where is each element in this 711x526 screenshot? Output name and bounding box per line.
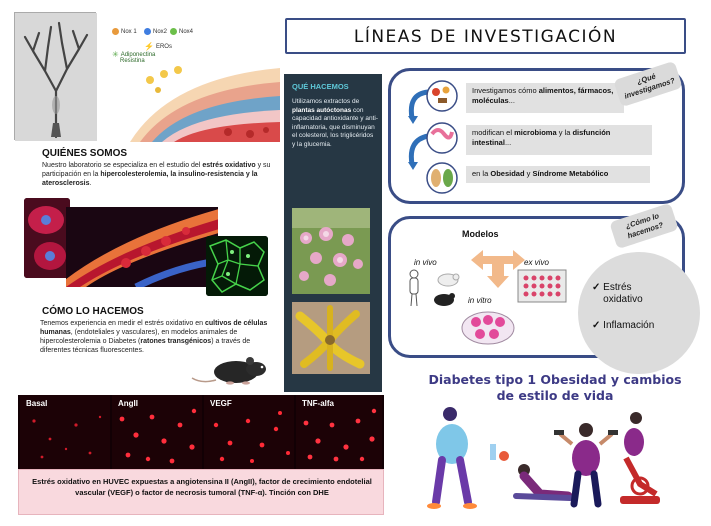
check-label: Estrés oxidativo bbox=[603, 282, 643, 305]
legend-label: EROs bbox=[155, 43, 172, 50]
models-arrows-icon bbox=[471, 244, 525, 288]
check-item-inflammation: ✓ Inflamación bbox=[592, 320, 692, 332]
text-fragment: Nuestro laboratorio se especializa en el… bbox=[42, 162, 203, 169]
who-heading: QUIÉNES SOMOS bbox=[42, 148, 128, 159]
what-we-do-text: Utilizamos extractos de plantas autócton… bbox=[292, 98, 378, 149]
page-title: LÍNEAS DE INVESTIGACIÓN bbox=[353, 27, 618, 47]
fluorescence-label: VEGF bbox=[210, 399, 232, 408]
fluorescence-caption-box: Estrés oxidativo en HUVEC expuestas a an… bbox=[18, 469, 384, 515]
text-fragment: , (endoteliales y vasculares), en modelo… bbox=[40, 329, 238, 345]
text-emphasis: Obesidad bbox=[490, 169, 525, 178]
legend-label: Nox2 bbox=[153, 28, 168, 35]
fluorescence-label: Basal bbox=[26, 399, 48, 408]
text-fragment: modifican el bbox=[472, 128, 515, 137]
legend-label: Nox4 bbox=[179, 28, 194, 35]
text-fragment: Tenemos experiencia en medir el estrés o… bbox=[40, 320, 205, 327]
herb-plant-photo bbox=[292, 302, 370, 374]
how-text: Tenemos experiencia en medir el estrés o… bbox=[40, 319, 268, 355]
text-fragment: ) a través de diferentes técnicas fluore… bbox=[40, 338, 251, 354]
fluorescence-panel-basal: Basal bbox=[20, 395, 110, 469]
endothelial-cells-image bbox=[24, 198, 70, 278]
outcomes-circle bbox=[578, 252, 700, 374]
text-fragment: ... bbox=[508, 96, 515, 105]
artery-cross-section bbox=[130, 58, 280, 142]
investigate-flow-icons bbox=[408, 78, 464, 196]
text-fragment: ... bbox=[504, 138, 512, 147]
in-vitro-wells bbox=[460, 306, 516, 346]
nox4-dot-icon bbox=[170, 28, 177, 35]
who-text: Nuestro laboratorio se especializa en el… bbox=[42, 161, 274, 188]
ros-bolt-icon: ⚡ bbox=[144, 42, 154, 51]
nox1-dot-icon bbox=[112, 28, 119, 35]
text-emphasis: disfunción intestinal bbox=[472, 128, 611, 147]
exercise-illustration bbox=[420, 404, 660, 514]
models-title: Modelos bbox=[462, 229, 499, 239]
oxidative-legend: Nox 1 Nox2 Nox4 ⚡EROs ✳Adiponectina Resi… bbox=[110, 28, 280, 88]
text-emphasis: alimentos, fármacos, moléculas bbox=[472, 86, 614, 105]
text-emphasis: estrés oxidativo bbox=[202, 162, 256, 169]
blocked-artery-image bbox=[66, 207, 218, 287]
text-fragment: con capacidad antioxidante y anti-inflam… bbox=[292, 106, 379, 148]
in-vitro-label: in vitro bbox=[468, 296, 492, 305]
text-fragment: Utilizamos extractos de bbox=[292, 98, 360, 105]
in-vivo-label: in vivo bbox=[414, 258, 437, 267]
text-fragment: . bbox=[89, 180, 92, 187]
flower-plant-photo bbox=[292, 208, 370, 294]
fluorescence-panel-angii: AngII bbox=[112, 395, 202, 469]
text-fragment: en la bbox=[472, 169, 491, 178]
fluorescence-caption: Estrés oxidativo en HUVEC expuestas a an… bbox=[32, 477, 372, 497]
check-item-oxidative: ✓ Estrés oxidativo bbox=[592, 282, 682, 306]
fluorescence-panels: Basal AngII VEGF TNF-alfa bbox=[18, 395, 384, 469]
investigate-row-2: modifican el microbioma y la disfunción … bbox=[466, 125, 652, 155]
text-emphasis: plantas autóctonas bbox=[292, 106, 352, 114]
investigate-row-3: en la Obesidad y Síndrome Metabólico bbox=[466, 166, 650, 183]
ex-vivo-label: ex vivo bbox=[524, 258, 549, 267]
page-title-box: LÍNEAS DE INVESTIGACIÓN bbox=[285, 18, 686, 54]
what-we-do-heading: QUÉ HACEMOS bbox=[292, 82, 349, 91]
check-label: Inflamación bbox=[603, 320, 655, 331]
text-fragment: y su participación en la bbox=[42, 162, 271, 178]
fluorescence-panel-vegf: VEGF bbox=[204, 395, 294, 469]
how-heading: CÓMO LO HACEMOS bbox=[42, 306, 144, 317]
in-vivo-figures bbox=[404, 268, 464, 310]
text-emphasis: Síndrome Metabólico bbox=[532, 169, 609, 178]
check-icon: ✓ bbox=[592, 320, 601, 331]
fluorescence-panel-tnf: TNF-alfa bbox=[296, 395, 382, 469]
text-emphasis: microbioma bbox=[514, 128, 557, 137]
ex-vivo-plate bbox=[516, 268, 568, 304]
legend-label: Nox 1 bbox=[121, 28, 137, 35]
fluorescence-label: TNF-alfa bbox=[302, 399, 334, 408]
check-icon: ✓ bbox=[592, 282, 601, 293]
text-emphasis: hipercolesterolemia, la insulino-resiste… bbox=[42, 171, 258, 187]
investigate-box bbox=[388, 68, 685, 204]
nox2-dot-icon bbox=[144, 28, 151, 35]
tree-illustration bbox=[14, 12, 97, 141]
text-emphasis: cultivos de células humanas bbox=[40, 320, 268, 336]
molecule-icon: ✳ bbox=[112, 50, 119, 59]
text-fragment: Investigamos cómo bbox=[472, 86, 539, 95]
investigate-row-1: Investigamos cómo alimentos, fármacos, m… bbox=[466, 83, 624, 113]
diabetes-title: Diabetes tipo 1 Obesidad y cambios de es… bbox=[428, 372, 682, 403]
text-fragment: y la bbox=[556, 128, 573, 137]
text-emphasis: ratones transgénicos bbox=[140, 338, 212, 345]
text-fragment: y bbox=[524, 169, 533, 178]
mouse-icon bbox=[190, 352, 276, 386]
fluorescent-tissue-image bbox=[206, 236, 268, 296]
legend-label: Resistina bbox=[120, 58, 145, 64]
legend-label: Adiponectina bbox=[120, 51, 156, 58]
fluorescence-label: AngII bbox=[118, 399, 138, 408]
